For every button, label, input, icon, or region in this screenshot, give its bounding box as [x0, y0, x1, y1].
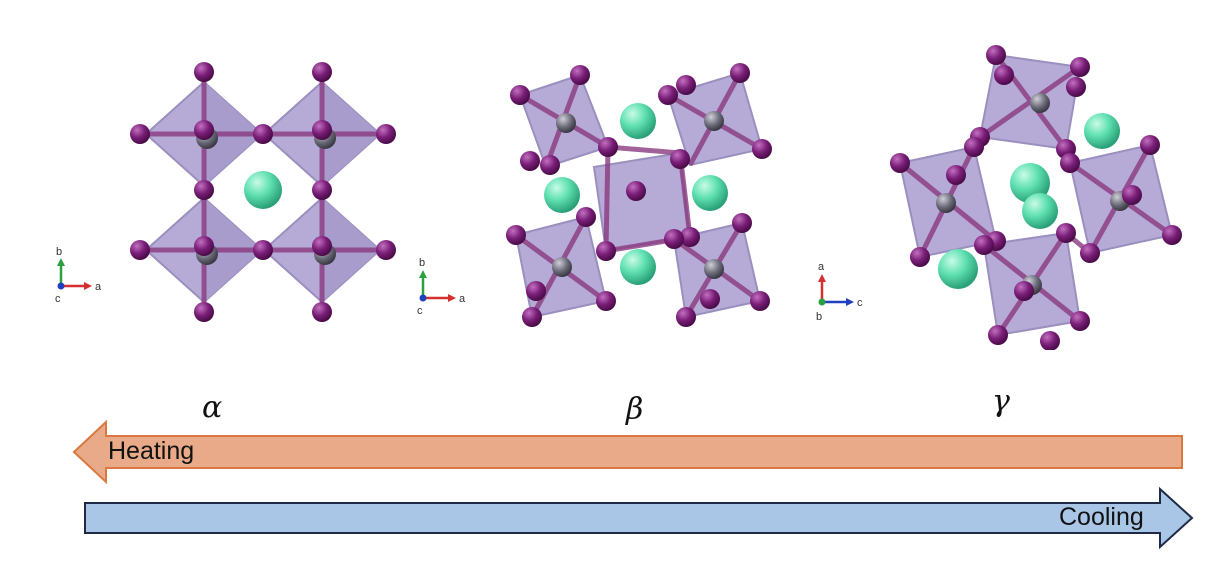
phase-label-alpha: α: [202, 390, 223, 425]
pb-atom: [1030, 93, 1050, 113]
pb-atom: [936, 193, 956, 213]
axis-right-label: a: [459, 293, 466, 305]
axis-up-label: a: [818, 261, 825, 273]
axis-up-label: b: [56, 246, 62, 258]
alpha-structure: [130, 62, 396, 322]
pb-atom: [556, 113, 576, 133]
axis-out-label: b: [816, 311, 822, 323]
axis-out-label: c: [55, 293, 61, 305]
alpha-axis-triad: b a c: [55, 246, 102, 305]
cs-atom: [938, 249, 978, 289]
cs-atom: [1022, 193, 1058, 229]
cs-atoms: [544, 103, 728, 285]
cooling-arrow: [84, 486, 1194, 550]
axis-up-label: b: [419, 257, 425, 269]
halide-atoms: [506, 63, 772, 327]
cs-atom: [544, 177, 580, 213]
gamma-axis-triad: a c b: [816, 261, 863, 323]
heating-label: Heating: [108, 437, 195, 465]
b-site-atoms: [552, 111, 724, 279]
halide-atoms: [890, 45, 1182, 350]
pb-atom: [552, 257, 572, 277]
beta-structure: [506, 63, 772, 327]
beta-axis-triad: b a c: [417, 257, 466, 317]
cooling-label: Cooling: [1059, 503, 1144, 531]
axis-right-label: a: [95, 281, 102, 293]
cs-atom: [1084, 113, 1120, 149]
cs-atom: [620, 249, 656, 285]
cs-atom: [692, 175, 728, 211]
cs-atom: [620, 103, 656, 139]
cs-atom: [244, 171, 282, 209]
pb-atom: [704, 259, 724, 279]
axis-out-label: c: [417, 305, 423, 317]
pb-atom: [704, 111, 724, 131]
axis-right-label: c: [857, 297, 863, 309]
heating-arrow: [72, 420, 1183, 485]
gamma-structure: [890, 45, 1182, 350]
phase-label-gamma: γ: [992, 384, 1010, 419]
cs-atoms: [938, 113, 1120, 289]
phase-label-beta: β: [626, 392, 644, 427]
halide-atoms: [130, 62, 396, 322]
